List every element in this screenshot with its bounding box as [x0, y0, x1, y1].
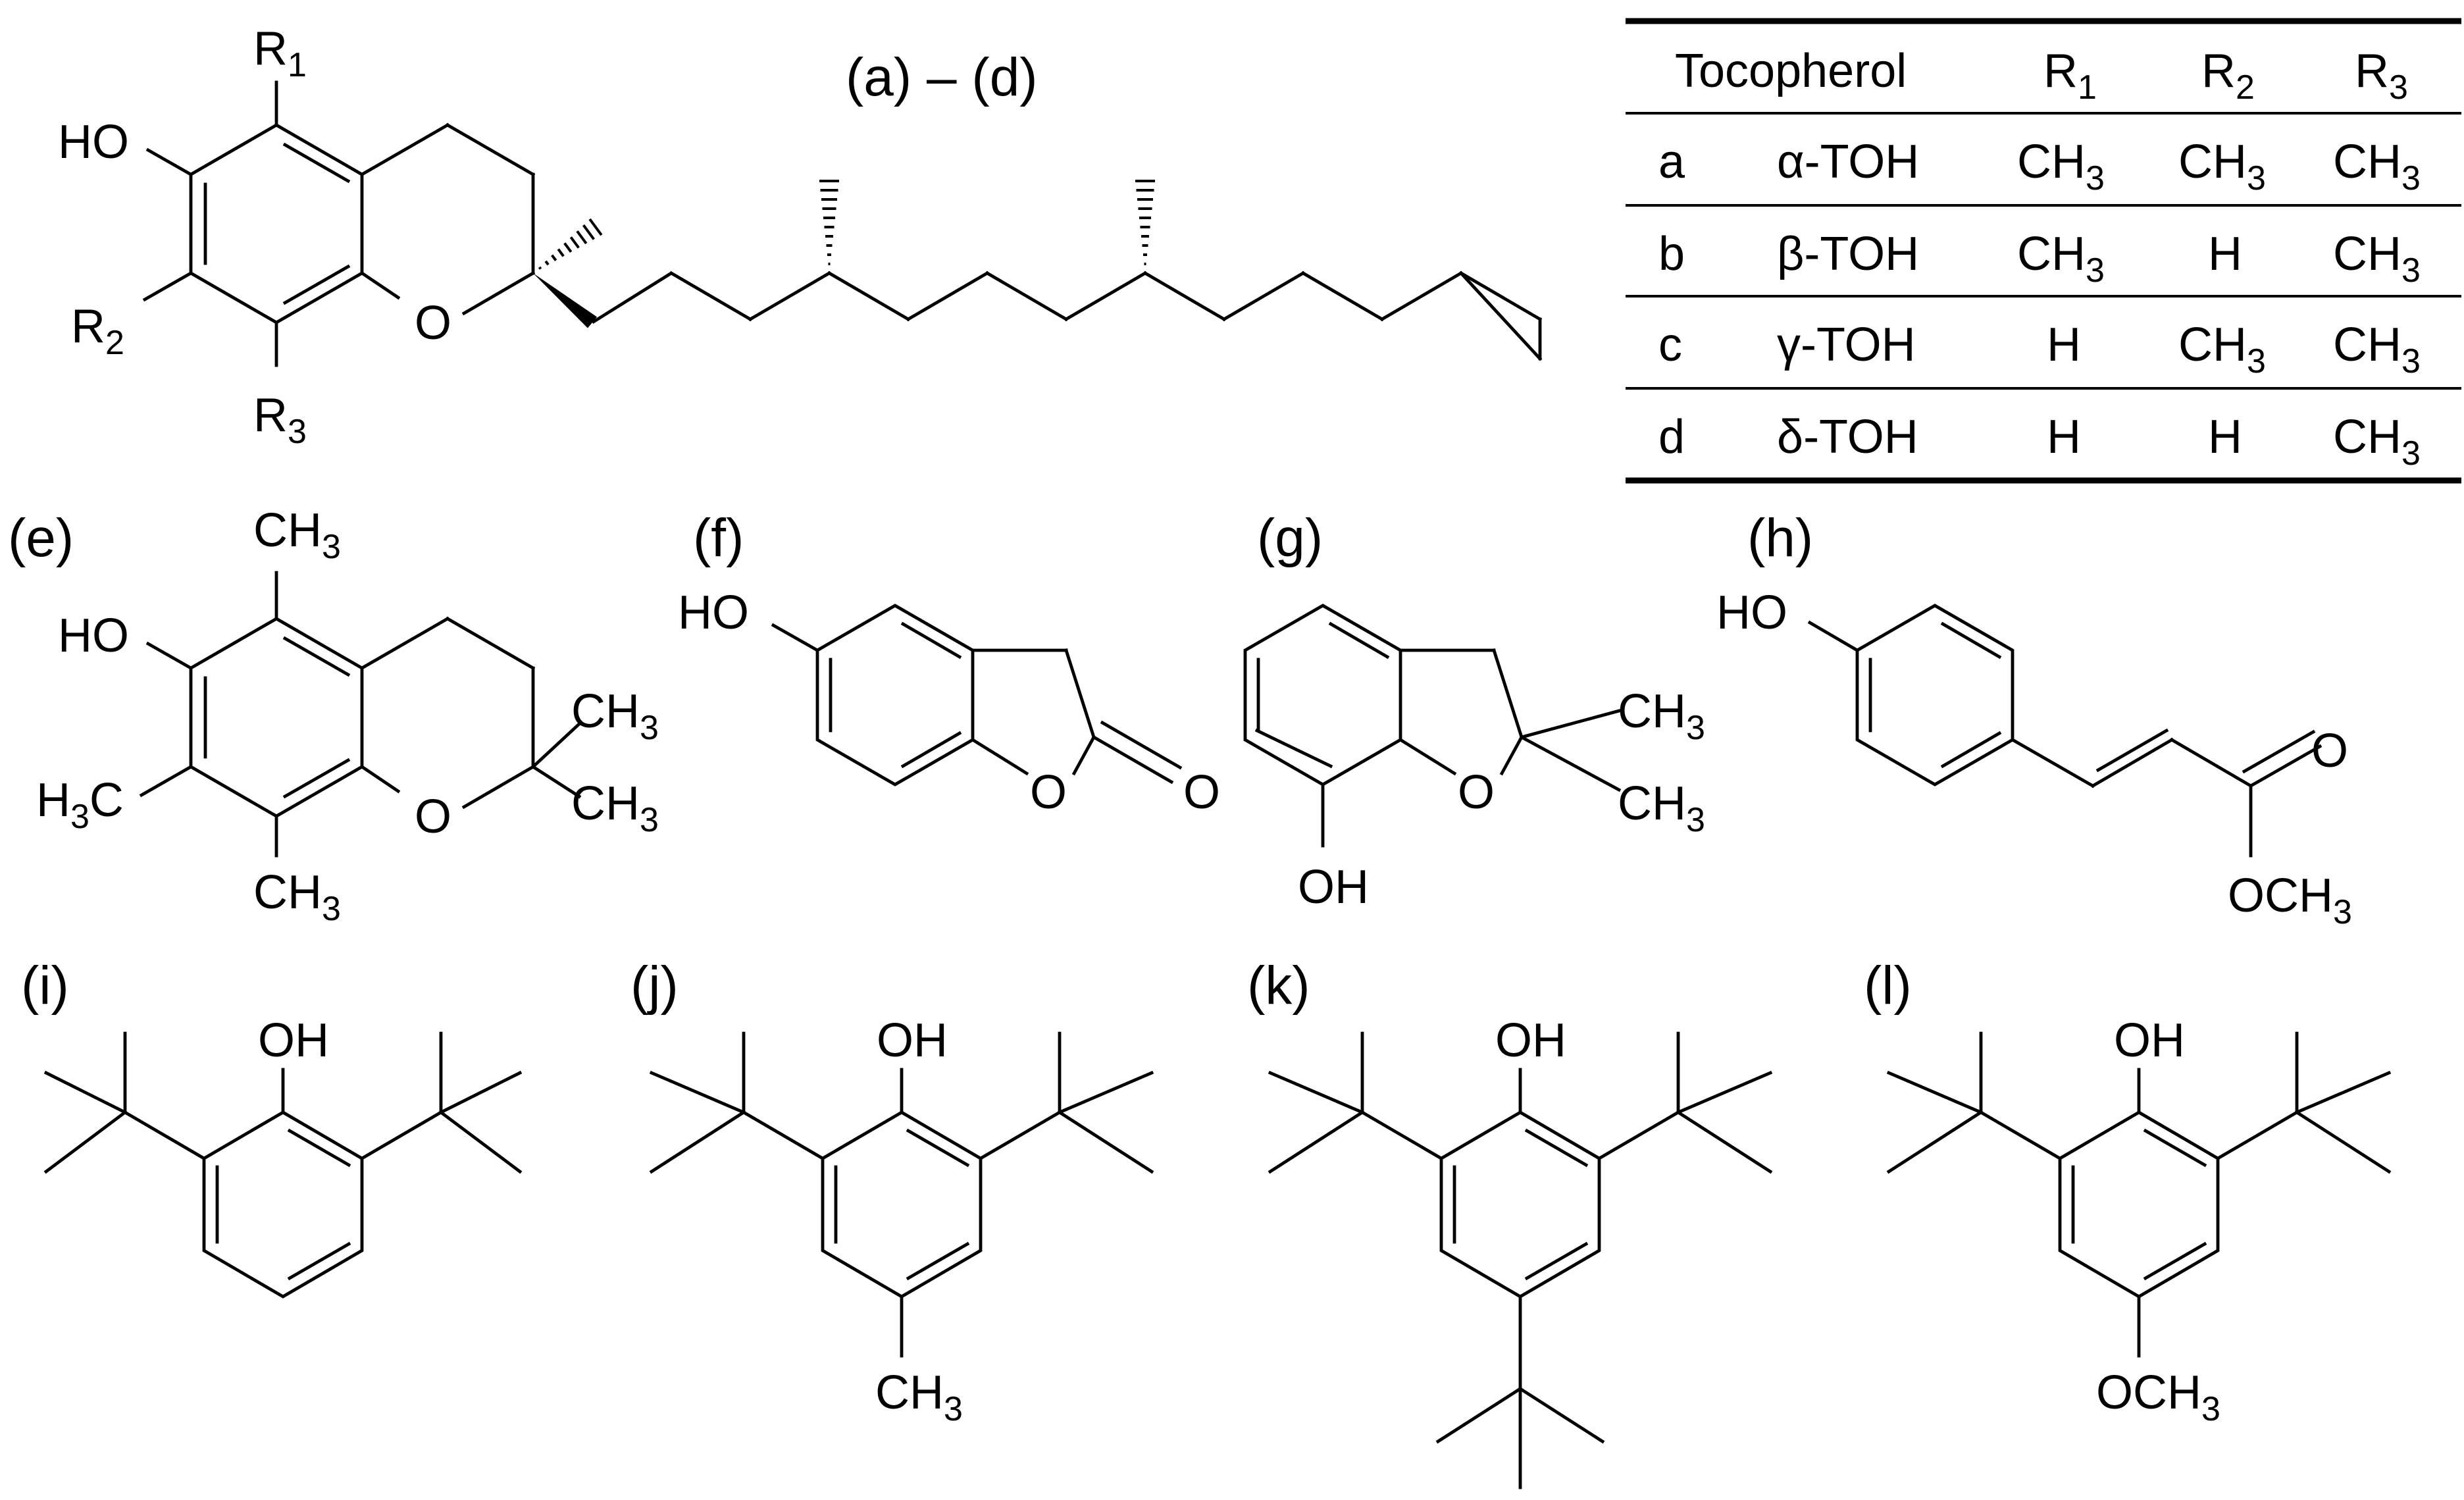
hydroxyl-label: HO [58, 116, 129, 168]
compound-h-label: (h) [1747, 508, 1813, 568]
table-cell-r2: H [2208, 228, 2242, 280]
hydroxyl-label: OH [1298, 861, 1369, 914]
compound-e-bonds [139, 571, 582, 858]
table-cell-r3: CH3 [2333, 411, 2421, 473]
table-cell-r1: CH3 [2017, 228, 2105, 290]
table-cell-id: d [1658, 411, 1685, 463]
table-cell-id: c [1658, 319, 1682, 371]
table-cell-name: γ-TOH [1777, 319, 1916, 371]
carbonyl-oxygen-label: O [2311, 725, 2348, 777]
table-header-r3: R3 [2355, 45, 2408, 107]
r2-label: R2 [71, 300, 124, 362]
table-cell-r3: CH3 [2333, 319, 2421, 380]
table-cell-r3: CH3 [2333, 136, 2421, 197]
compound-f: (f) HO O O [678, 508, 1220, 819]
table-header-tocopherol: Tocopherol [1675, 45, 1907, 97]
r1-label: R1 [253, 22, 307, 84]
carbonyl-oxygen-label: O [1183, 766, 1220, 819]
methyl-label: CH3 [1618, 777, 1705, 839]
table-cell-r1: H [2047, 411, 2081, 463]
compound-j-bonds [649, 1031, 1154, 1358]
compound-g: (g) O CH3 CH3 OH [1243, 508, 1705, 914]
compound-h: (h) HO O OCH3 [1716, 508, 2352, 931]
compound-l: (l) OH OCH3 [1864, 956, 2392, 1428]
tocopherol-stereo-bonds [533, 180, 1155, 328]
compound-g-bonds [1243, 604, 1622, 848]
methyl-label: CH3 [1618, 685, 1705, 747]
methyl-label: CH3 [253, 504, 341, 566]
table-cell-id: a [1658, 136, 1685, 188]
hydroxyl-label: OH [877, 1014, 948, 1067]
ring-oxygen-label: O [415, 790, 451, 843]
compound-i: (i) OH [21, 956, 523, 1299]
compound-i-label: (i) [21, 956, 69, 1016]
compound-f-bonds [771, 604, 1183, 787]
r3-label: R3 [253, 389, 307, 451]
tocopherol-bonds [142, 80, 1543, 367]
compound-i-bonds [43, 1031, 523, 1299]
ring-oxygen-label: O [1030, 766, 1067, 819]
hashed-bond [538, 218, 603, 270]
table-cell-name: α-TOH [1777, 136, 1919, 188]
compound-k-bonds [1268, 1031, 1773, 1489]
methyl-label: CH3 [571, 777, 659, 839]
table-cell-r2: H [2208, 411, 2242, 463]
table-cell-name: δ-TOH [1777, 411, 1918, 463]
table-cell-id: b [1658, 228, 1685, 280]
hydroxyl-label: OH [2114, 1014, 2185, 1067]
tocopherol-structure: HO R1 R2 R3 O (a) – (d) [58, 22, 1543, 451]
compound-l-bonds [1886, 1031, 2392, 1358]
compound-k: (k) OH [1247, 956, 1773, 1489]
ring-oxygen-label: O [415, 297, 451, 349]
table-cell-r1: CH3 [2017, 136, 2105, 197]
methyl-label: H3C [36, 774, 124, 836]
table-cell-r2: CH3 [2178, 136, 2266, 197]
compound-f-label: (f) [693, 508, 744, 568]
ring-oxygen-label: O [1458, 766, 1495, 819]
chain-bond [591, 271, 673, 324]
hashed-bond [1135, 180, 1155, 265]
compound-j: (j) OH CH3 [630, 956, 1154, 1428]
methyl-label: CH3 [253, 866, 341, 928]
table-cell-name: β-TOH [1777, 228, 1919, 280]
hydroxyl-label: HO [58, 609, 129, 662]
table-cell-r1: H [2047, 319, 2081, 371]
hydroxyl-label: HO [1716, 586, 1787, 639]
hashed-bond [819, 180, 839, 265]
hydroxyl-label: OH [258, 1014, 329, 1067]
compound-l-label: (l) [1864, 956, 1912, 1016]
methoxy-label: OCH3 [2228, 869, 2352, 931]
table-header-r2: R2 [2201, 45, 2255, 107]
compound-h-bonds [1807, 604, 2323, 858]
compound-e: (e) HO CH3 H3C CH3 O CH3 CH3 [8, 504, 659, 928]
methyl-label: CH3 [571, 685, 659, 747]
hydroxyl-label: OH [1495, 1014, 1566, 1067]
compound-g-label: (g) [1257, 508, 1323, 568]
compound-e-label: (e) [8, 508, 74, 568]
compound-j-label: (j) [630, 956, 679, 1016]
wedge-bond [533, 273, 598, 328]
table-header-r1: R1 [2043, 45, 2097, 107]
table-cell-r2: CH3 [2178, 319, 2266, 380]
methyl-label: CH3 [875, 1366, 963, 1428]
hydroxyl-label: HO [678, 586, 749, 639]
table-cell-r3: CH3 [2333, 228, 2421, 290]
compound-k-label: (k) [1247, 956, 1310, 1016]
figure-heading: (a) – (d) [846, 47, 1038, 107]
methoxy-label: OCH3 [2096, 1366, 2220, 1428]
